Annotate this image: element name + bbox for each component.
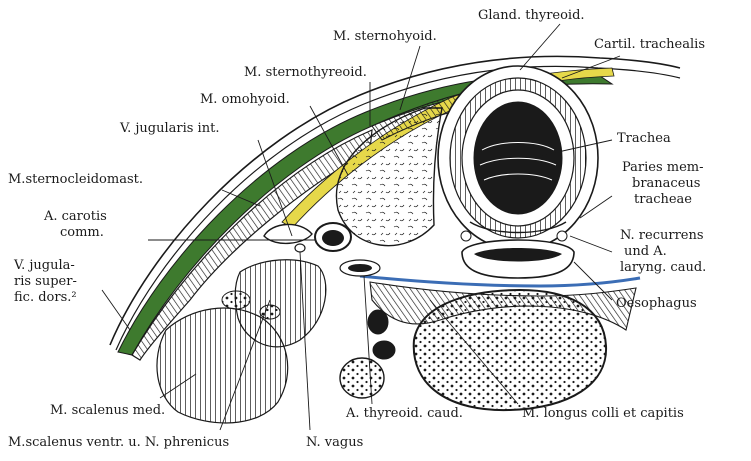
recurrent-nerve-left: [461, 231, 471, 241]
label-oesophagus: Oesophagus: [616, 296, 697, 312]
label-m-scalenus-med: M. scalenus med.: [50, 403, 165, 419]
transverse-process: [340, 358, 384, 398]
recurrent-nerve-right: [557, 231, 567, 241]
n-recurrens-line-3: laryng. caud.: [620, 260, 748, 276]
label-cartil-trachealis: Cartil. trachealis: [594, 37, 705, 53]
paries-line-1: Paries mem-: [622, 160, 748, 176]
vertebral-vein: [373, 341, 395, 359]
n-recurrens-line-1: N. recurrens: [620, 228, 748, 244]
thyroid-artery-lumen: [348, 264, 372, 272]
label-v-jugularis-int: V. jugularis int.: [120, 121, 219, 137]
scalenus-medius: [157, 308, 288, 423]
label-gland-thyreoid: Gland. thyreoid.: [478, 8, 585, 24]
v-jug-sup-line-3: fic. dors.²: [14, 290, 114, 306]
vagus-nerve-dot: [295, 244, 305, 252]
label-m-sternothyreoid: M. sternothyreoid.: [244, 65, 367, 81]
label-m-sternocleidomast: M.sternocleidomast.: [8, 172, 143, 188]
v-jug-sup-line-2: ris super-: [14, 274, 114, 290]
label-n-recurrens: N. recurrens und A. laryng. caud.: [620, 228, 748, 276]
label-n-vagus: N. vagus: [306, 435, 363, 451]
label-m-sternohyoid: M. sternohyoid.: [333, 29, 437, 45]
label-a-thyreoid-caud: A. thyreoid. caud.: [346, 406, 463, 422]
label-m-scalenus-ventr: M.scalenus ventr. u. N. phrenicus: [8, 435, 229, 451]
label-a-carotis: A. carotis comm.: [44, 209, 144, 241]
label-paries-membranaceus: Paries mem- branaceus tracheae: [622, 160, 748, 208]
nerve-roots-left: [222, 291, 250, 309]
common-carotid-lumen: [322, 230, 344, 246]
vertebral-artery: [368, 310, 388, 334]
v-jug-sup-line-1: V. jugula-: [14, 258, 114, 274]
label-m-omohyoid: M. omohyoid.: [200, 92, 290, 108]
vertebral-body: [414, 290, 606, 410]
paries-line-3: tracheae: [622, 192, 748, 208]
a-carotis-line-2: comm.: [44, 225, 144, 241]
a-carotis-line-1: A. carotis: [44, 209, 144, 225]
label-v-jugularis-superfic: V. jugula- ris super- fic. dors.²: [14, 258, 114, 306]
nerve-roots-right: [260, 305, 280, 319]
label-trachea: Trachea: [617, 131, 671, 147]
n-recurrens-line-2: und A.: [620, 244, 748, 260]
internal-jugular-vein: [264, 224, 312, 243]
paries-line-2: branaceus: [622, 176, 748, 192]
label-m-longus: M. longus colli et capitis: [522, 406, 684, 422]
